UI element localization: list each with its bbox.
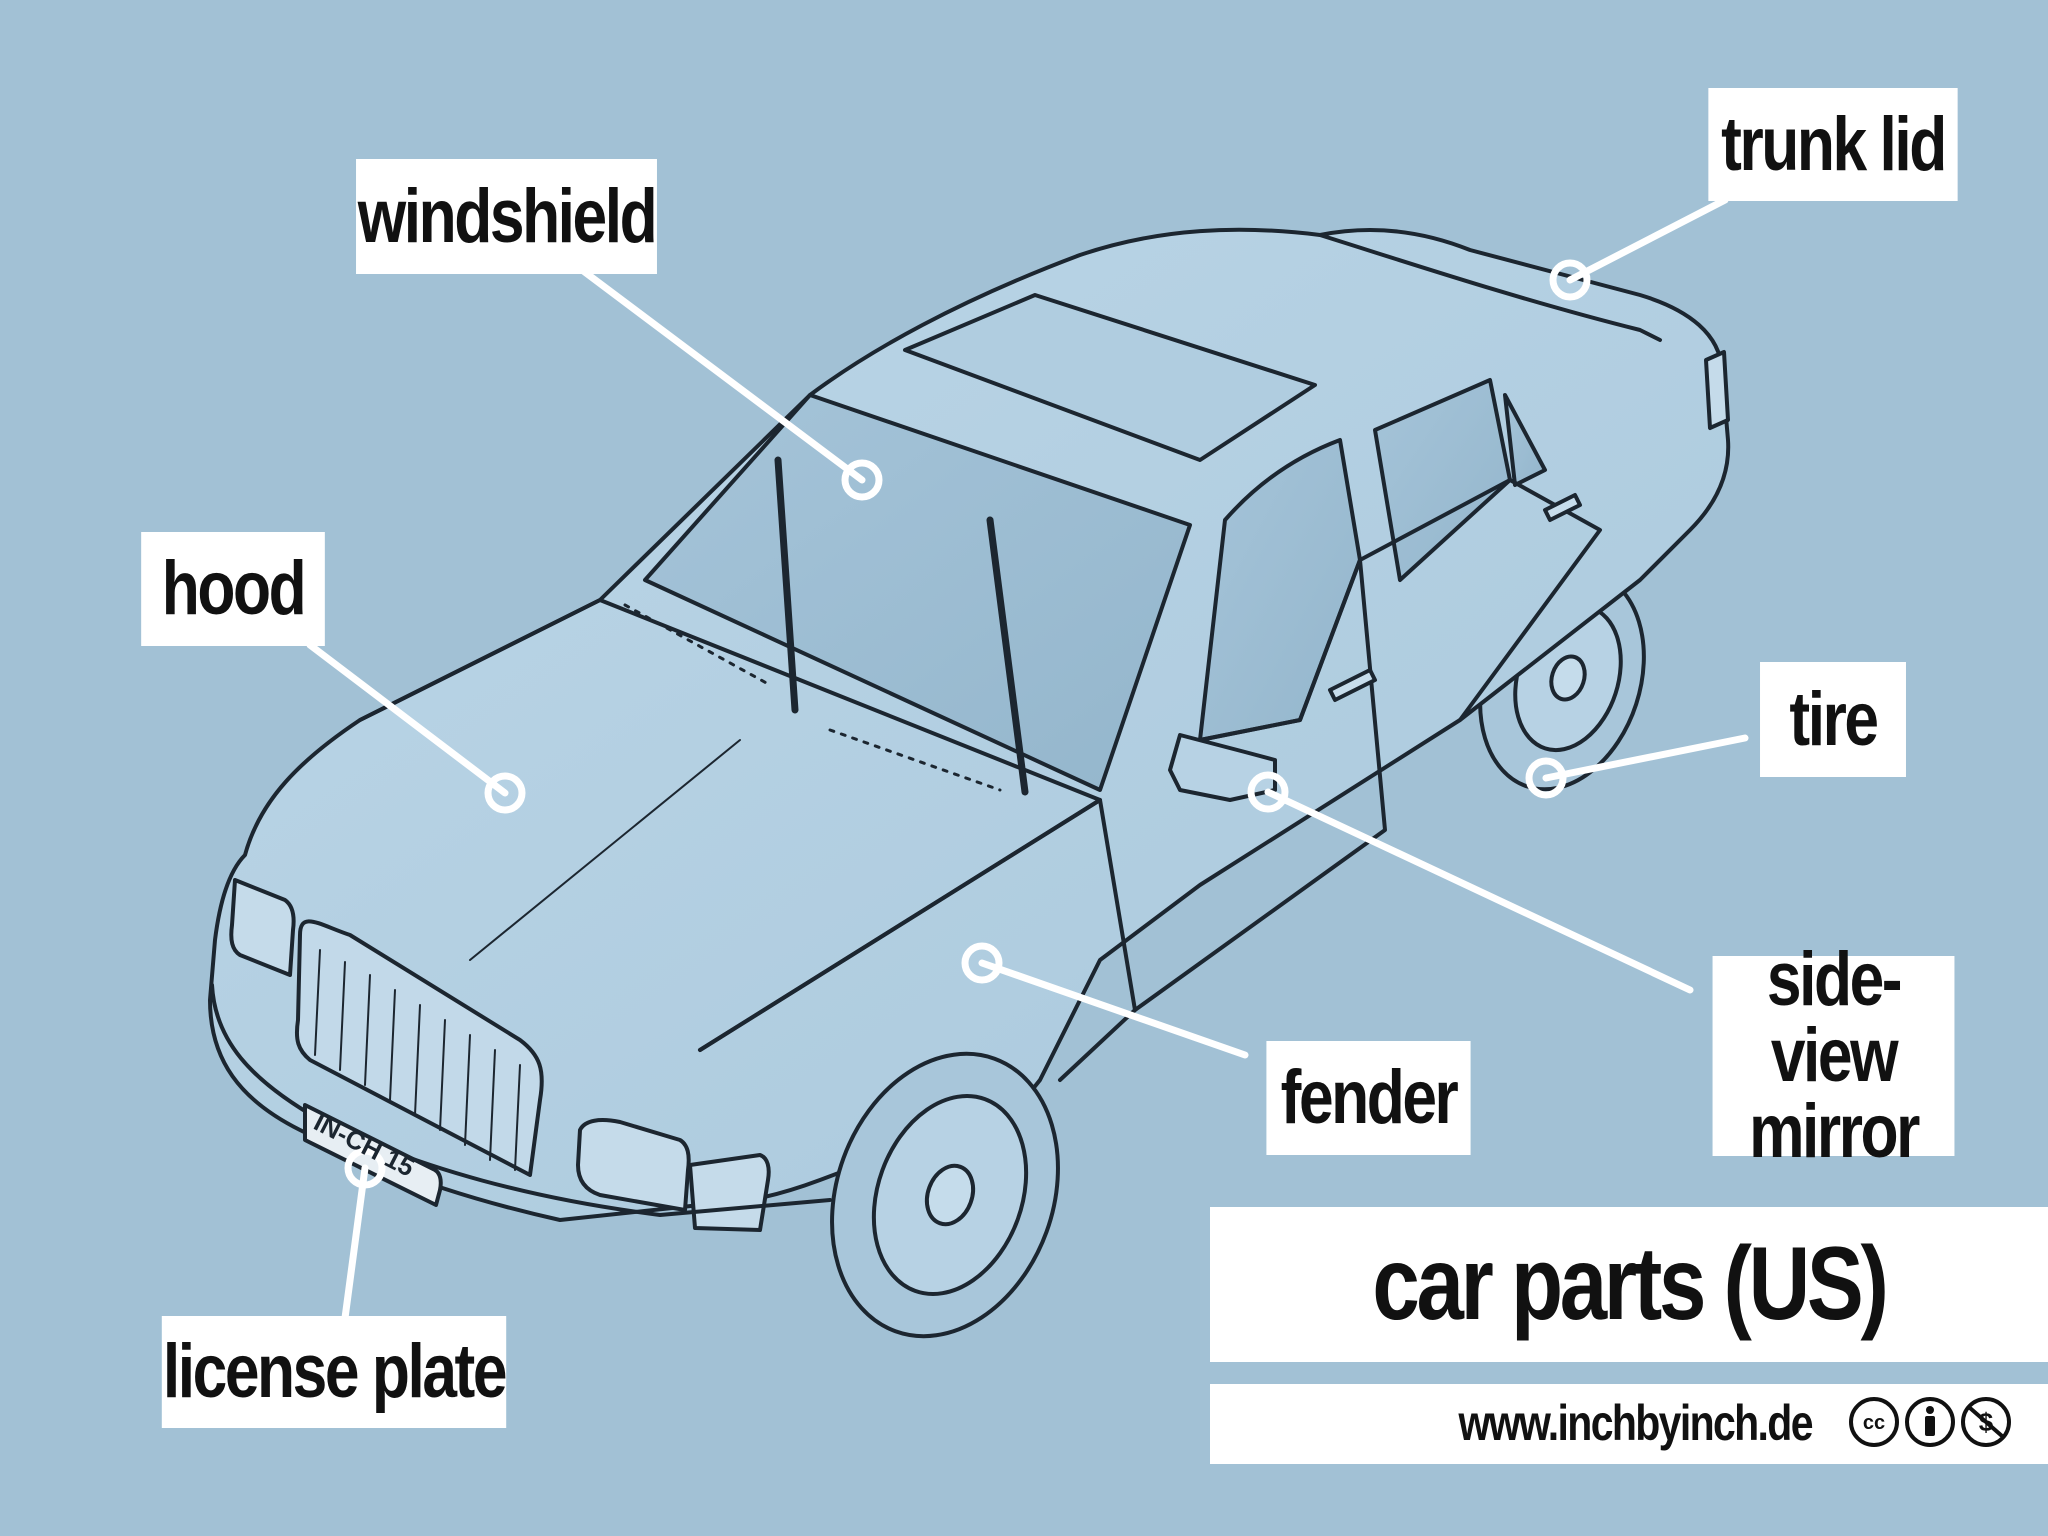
trunk-lid-line <box>1318 233 1662 342</box>
label-side-view-mirror-line2: mirror <box>1749 1089 1920 1174</box>
label-tire: tire <box>1760 662 1906 777</box>
label-license-plate: license plate <box>161 1316 508 1428</box>
leader-tire <box>1542 734 1749 782</box>
leader-trunk-lid <box>1566 196 1729 284</box>
label-fender: fender <box>1266 1041 1471 1155</box>
label-side-view-mirror: side-view mirror <box>1712 942 1955 1170</box>
marker-hood <box>484 772 526 814</box>
marker-fender <box>961 942 1003 984</box>
marker-trunk-lid <box>1549 259 1591 301</box>
label-fender-text: fender <box>1280 1055 1459 1140</box>
leader-hood <box>306 641 509 797</box>
label-hood: hood <box>141 532 325 646</box>
label-hood-text: hood <box>161 546 307 631</box>
footer-box: www.inchbyinch.de cc $ <box>1210 1384 2048 1464</box>
grille <box>294 919 544 1177</box>
fender-line <box>698 798 1137 1082</box>
target-markers <box>344 259 1591 1189</box>
label-trunk-lid: trunk lid <box>1708 88 1958 201</box>
creative-commons-icon: cc <box>1849 1397 1899 1447</box>
turn-signal <box>688 1153 771 1232</box>
marker-windshield <box>841 459 883 501</box>
cowl-vent <box>623 603 772 687</box>
grille-slats <box>314 949 521 1171</box>
label-windshield-text: windshield <box>357 173 658 259</box>
leader-lines <box>306 196 1749 1322</box>
label-tire-text: tire <box>1789 676 1879 762</box>
website-link[interactable]: www.inchbyinch.de <box>1458 1395 1814 1451</box>
door-handle <box>1328 668 1377 702</box>
page-title: car parts (US) <box>1372 1226 1889 1342</box>
label-side-view-mirror-line1: side-view <box>1766 937 1903 1098</box>
label-windshield: windshield <box>356 159 658 274</box>
leader-fender <box>978 959 1249 1059</box>
hood-crease <box>469 739 741 961</box>
door-handle <box>1543 493 1582 522</box>
sunroof <box>903 293 1317 462</box>
left-headlight <box>229 878 296 977</box>
marker-tire <box>1525 757 1567 799</box>
label-trunk-lid-text: trunk lid <box>1721 101 1947 187</box>
front-wheel <box>830 1051 1060 1339</box>
quarter-window <box>1503 393 1547 487</box>
label-license-plate-text: license plate <box>162 1329 508 1414</box>
rear-lamp <box>1704 350 1730 430</box>
right-headlight <box>576 1118 691 1212</box>
svg-text:cc: cc <box>1863 1412 1885 1434</box>
leader-side-view-mirror <box>1264 788 1694 994</box>
leader-license-plate <box>341 1164 369 1322</box>
wiper-blade <box>986 516 1029 796</box>
leader-windshield <box>578 266 866 484</box>
marker-license-plate <box>344 1147 386 1189</box>
attribution-icon <box>1905 1397 1955 1447</box>
car-illustration <box>208 227 1731 1339</box>
marker-side-view-mirror <box>1247 771 1289 813</box>
non-commercial-icon: $ <box>1961 1397 2011 1447</box>
wiper-blade <box>774 456 799 714</box>
title-box: car parts (US) <box>1210 1207 2048 1362</box>
